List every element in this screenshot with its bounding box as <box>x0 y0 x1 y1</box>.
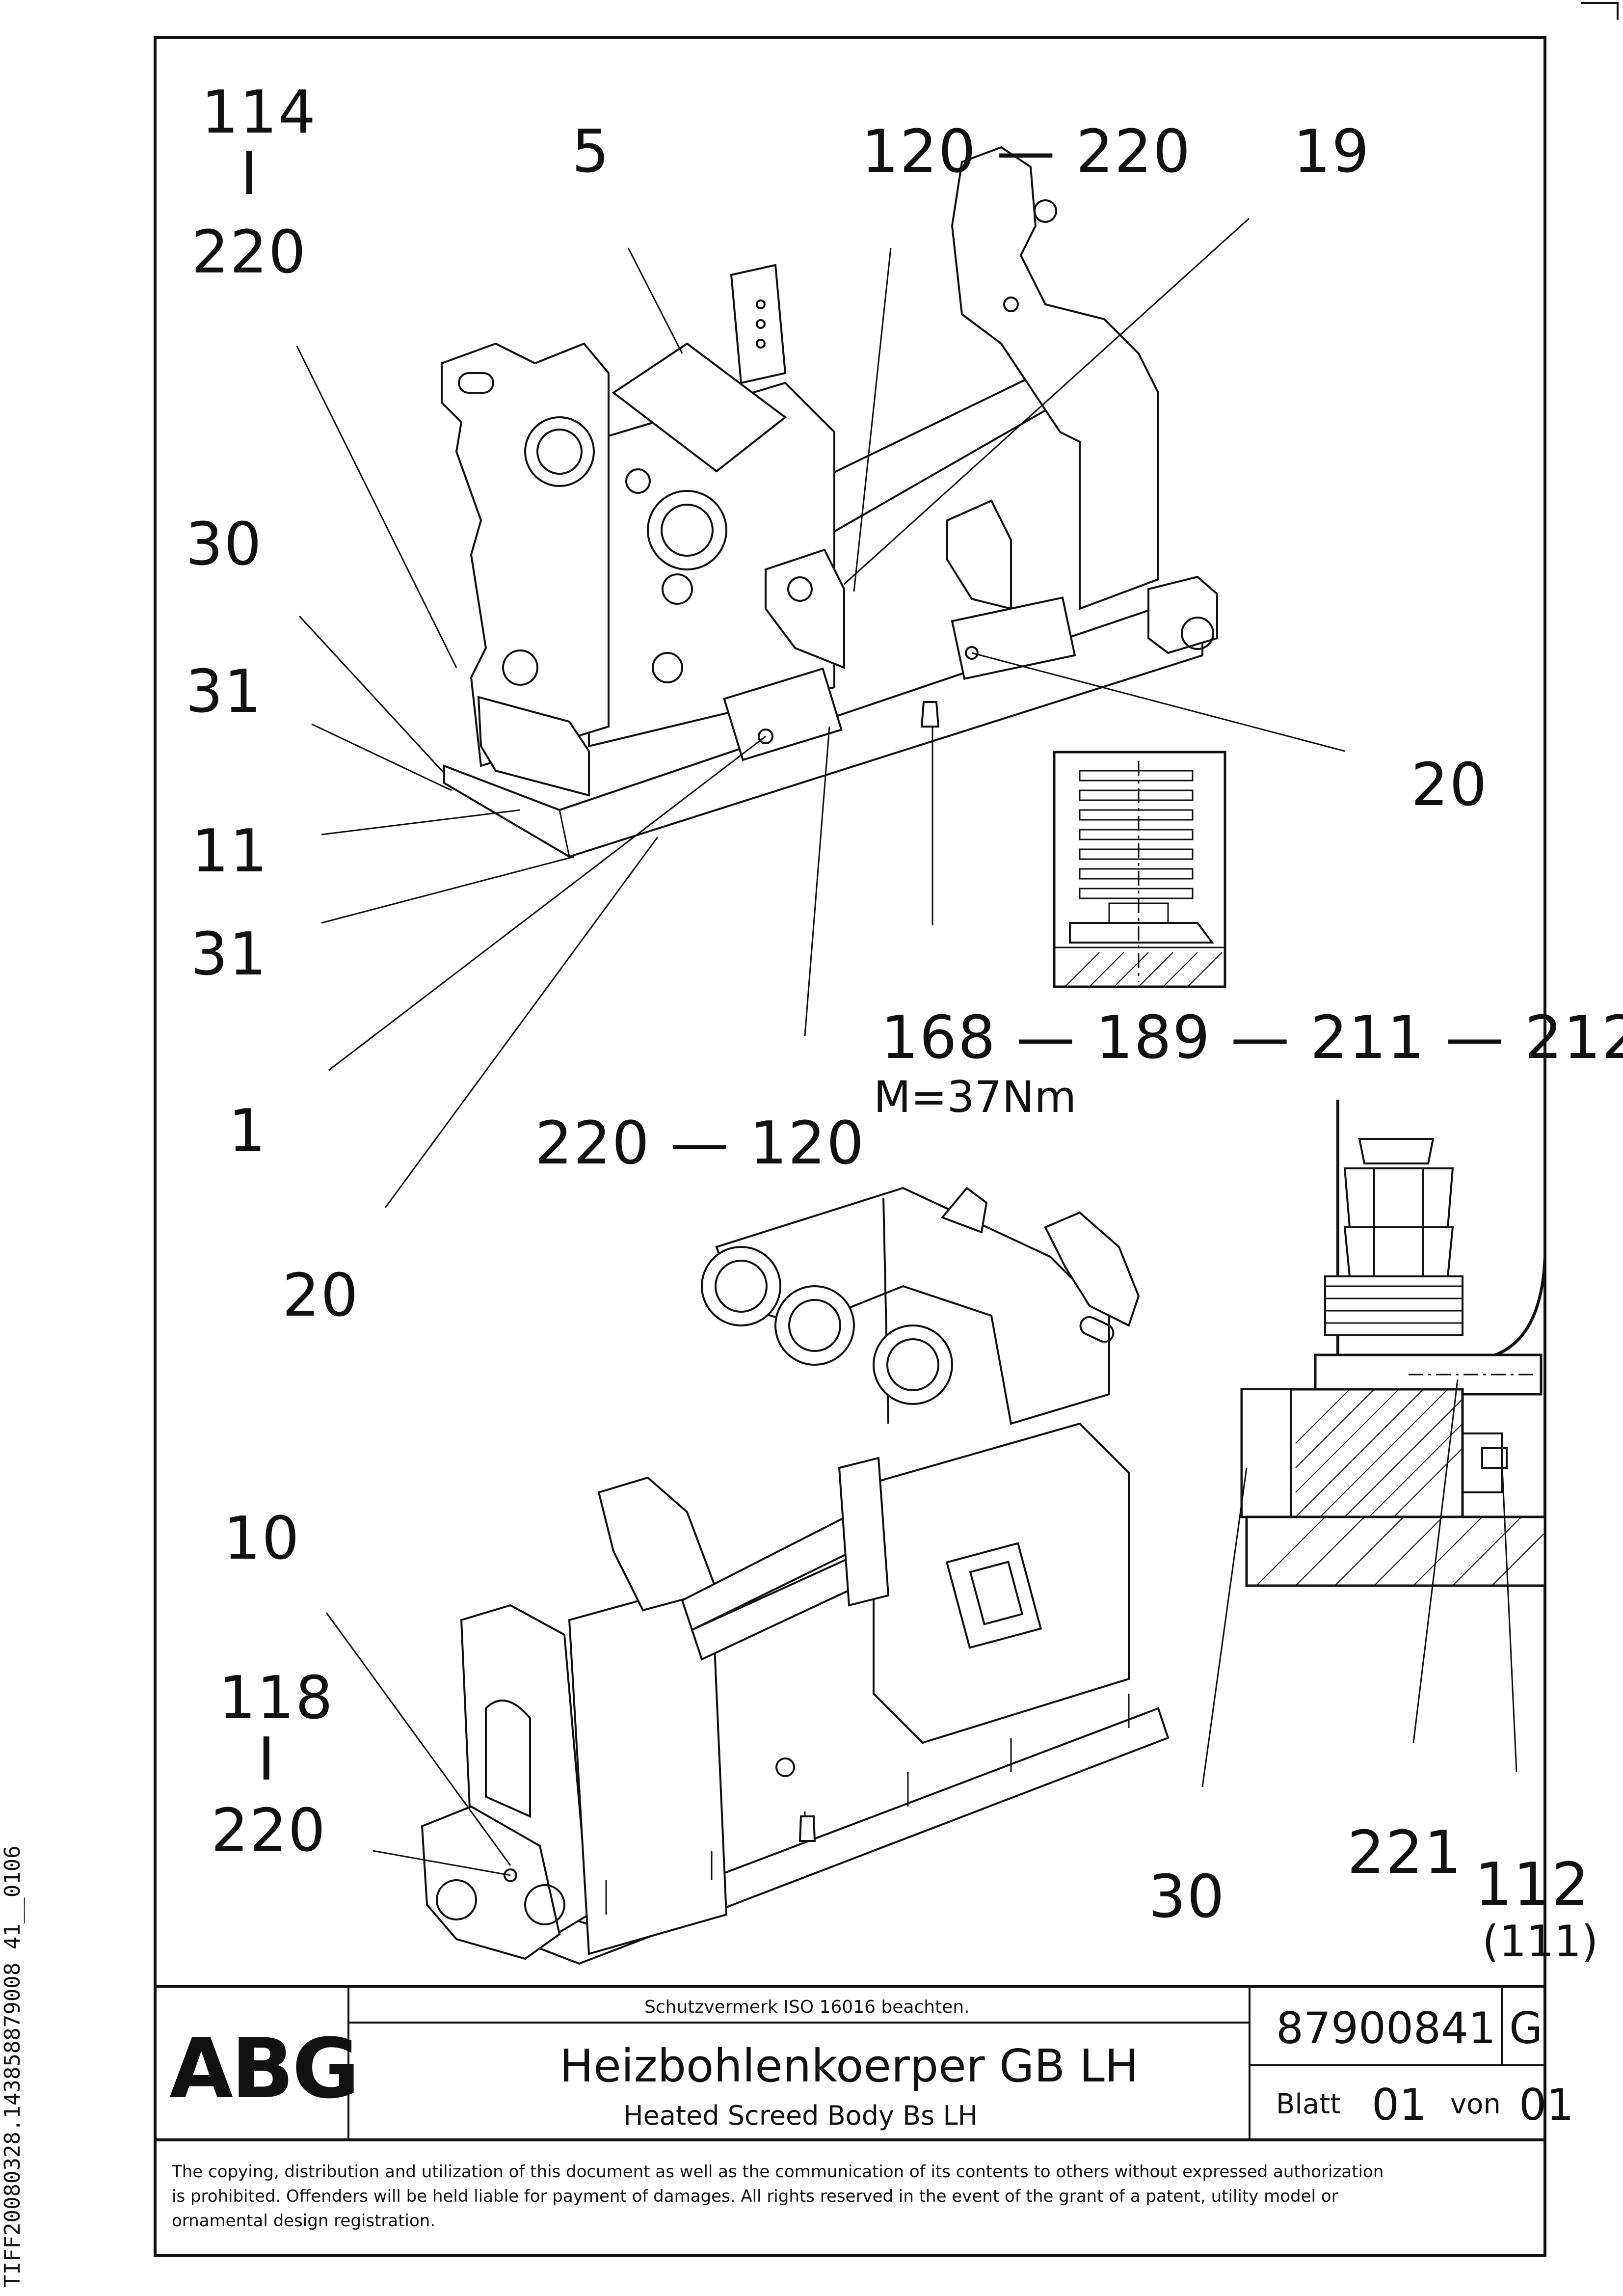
callout-20-right: 20 <box>1411 751 1488 819</box>
callout-111: (111) <box>1482 1916 1598 1967</box>
callout-120-220: 120 — 220 <box>861 118 1191 186</box>
side-file-id: TIFF20080328.143858879008 41__0106 <box>0 1845 25 2288</box>
callout-114-220: 220 <box>191 218 307 287</box>
leader-lines <box>296 217 1517 1876</box>
fitting-detail-inset <box>1053 751 1226 988</box>
callout-118-separator: I <box>258 1726 276 1794</box>
drawing-title-en: Heated Screed Body Bs LH <box>623 2100 978 2131</box>
footer-line-3: ornamental design registration. <box>172 2211 435 2231</box>
callout-5: 5 <box>572 118 610 186</box>
sheet-number: 01 <box>1372 2080 1427 2130</box>
callout-11: 11 <box>191 817 268 886</box>
copyright-footer: The copying, distribution and utilizatio… <box>171 2162 1384 2231</box>
of-label: von <box>1450 2088 1501 2120</box>
callout-118: 118 <box>218 1664 334 1732</box>
callout-221: 221 <box>1347 1819 1463 1887</box>
lower-screed-body-drawing <box>421 1187 1170 1965</box>
callout-10: 10 <box>223 1505 300 1573</box>
callouts: 114 I 220 5 120 — 220 19 30 31 11 31 20 … <box>186 79 1623 1967</box>
callout-112: 112 <box>1475 1851 1590 1919</box>
callout-114: 114 <box>201 79 317 147</box>
torque-spec: M=37Nm <box>874 1072 1076 1122</box>
footer-line-2: is prohibited. Offenders will be held li… <box>172 2187 1338 2206</box>
callout-220-120: 220 — 120 <box>535 1109 865 1178</box>
protection-note: Schutzvermerk ISO 16016 beachten. <box>644 1997 970 2017</box>
callout-20-left: 20 <box>282 1262 359 1330</box>
sheet-total: 01 <box>1519 2080 1574 2130</box>
revision-letter: G <box>1509 2003 1543 2053</box>
footer-line-1: The copying, distribution and utilizatio… <box>171 2162 1384 2182</box>
drawing-number: 87900841 <box>1276 2003 1496 2053</box>
callout-30-upper: 30 <box>186 511 263 579</box>
sheet-label: Blatt <box>1276 2088 1341 2120</box>
callout-31-lower: 31 <box>190 920 267 989</box>
callout-30-lower: 30 <box>1148 1863 1225 1931</box>
callout-1: 1 <box>228 1097 266 1165</box>
callout-19: 19 <box>1293 118 1370 186</box>
callout-31-upper: 31 <box>186 658 263 726</box>
callout-168-189-211-212: 168 — 189 — 211 — 212 <box>881 1004 1623 1072</box>
company-logo: ABG <box>169 2021 358 2117</box>
upper-screed-body-drawing <box>441 146 1218 858</box>
section-detail-view <box>1240 1100 1546 1587</box>
drawing-title-de: Heizbohlenkoerper GB LH <box>559 2040 1139 2092</box>
title-block: ABG Schutzvermerk ISO 16016 beachten. He… <box>155 1985 1574 2141</box>
callout-114-separator: I <box>240 140 259 208</box>
callout-118-220: 220 <box>211 1797 326 1865</box>
corner-mark <box>1581 2 1619 20</box>
